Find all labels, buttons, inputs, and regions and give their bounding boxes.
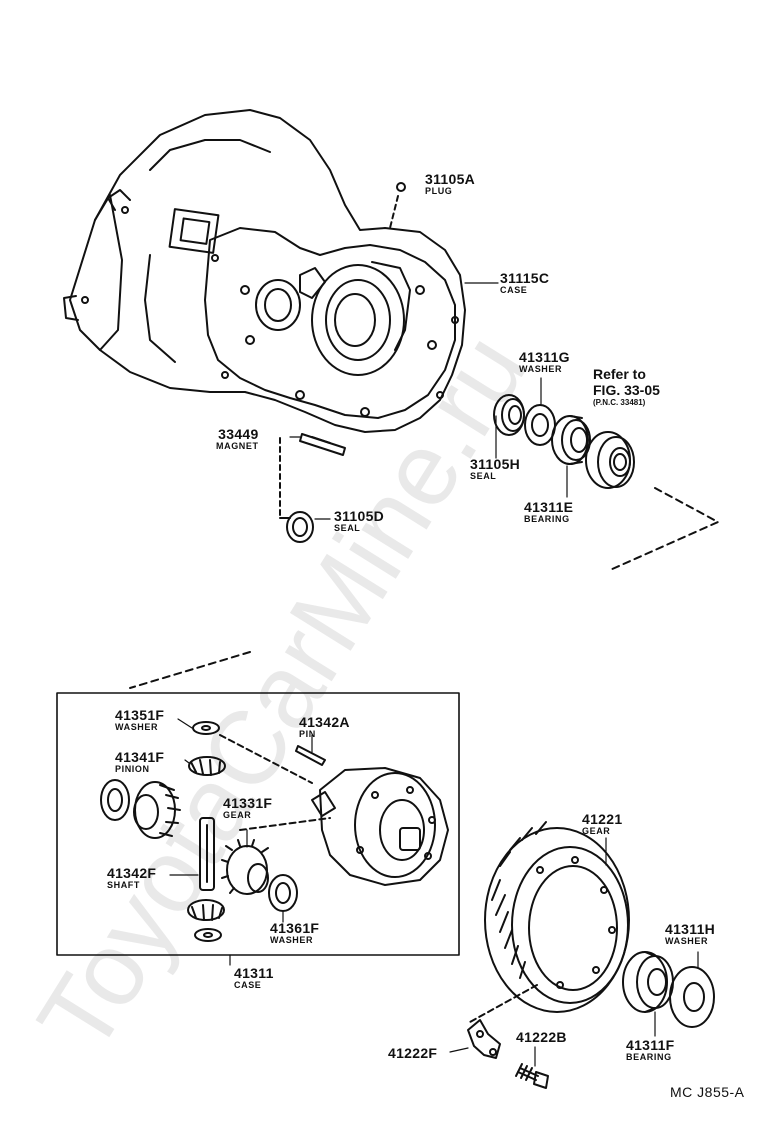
part-number: 41331F <box>223 795 273 811</box>
label-41342A: 41342A PIN <box>299 715 350 739</box>
reference-note: Refer to FIG. 33-05 (P.N.C. 33481) <box>593 367 660 407</box>
part-name: PLUG <box>425 186 453 196</box>
part-number: 41311H <box>665 921 716 937</box>
part-name: CASE <box>234 980 262 990</box>
part-name: PINION <box>115 764 150 774</box>
label-31105D: 31105D SEAL <box>334 509 384 533</box>
label-41341F: 41341F PINION <box>115 750 164 774</box>
bearing-41311F-drawing <box>622 951 674 1013</box>
washer-41311H-drawing <box>669 966 715 1028</box>
plug-drawing <box>389 182 406 229</box>
label-41311G: 41311G WASHER <box>519 350 570 374</box>
part-number: 31115C <box>500 270 550 286</box>
part-name: PIN <box>299 729 316 739</box>
reference-line-2: FIG. 33-05 <box>593 382 660 398</box>
part-number: 31105D <box>334 508 385 524</box>
label-41222B: 41222B <box>516 1030 567 1044</box>
figure-code: MC J855-A <box>670 1084 745 1100</box>
seal-31105D-drawing <box>279 437 314 543</box>
pinion-lower-drawing <box>187 899 225 942</box>
part-name: SHAFT <box>107 880 140 890</box>
washer-41361F-drawing <box>268 874 298 912</box>
washer-41351F-drawing <box>192 721 313 784</box>
part-name: WASHER <box>519 364 563 374</box>
label-41221: 41221 GEAR <box>582 812 622 836</box>
label-31105H: 31105H SEAL <box>470 457 520 481</box>
leader-lines <box>169 282 699 1067</box>
washer-41311G-drawing <box>524 404 556 446</box>
part-name: MAGNET <box>216 441 259 451</box>
label-41311: 41311 CASE <box>234 966 274 990</box>
part-name: WASHER <box>665 936 709 946</box>
lock-plate-drawing <box>467 1019 501 1059</box>
gear-41331F-drawing <box>221 817 331 895</box>
part-number: 41311G <box>519 349 570 365</box>
part-number: 33449 <box>218 426 259 442</box>
part-number: 41222B <box>516 1029 567 1045</box>
part-name: GEAR <box>223 810 252 820</box>
bearing-41311E-drawing <box>551 415 591 465</box>
part-number: 41222F <box>388 1045 438 1061</box>
washer-side-drawing <box>100 779 130 821</box>
part-name: SEAL <box>334 523 361 533</box>
pinion-41341F-drawing <box>188 756 226 776</box>
magnet-drawing <box>299 433 346 456</box>
label-41361F: 41361F WASHER <box>270 921 319 945</box>
part-number: 41311E <box>524 499 574 515</box>
part-number: 41342F <box>107 865 157 881</box>
shaft-41342F-drawing <box>199 817 215 891</box>
part-number: 31105H <box>470 456 521 472</box>
pin-41342A-drawing <box>295 745 326 766</box>
part-name: WASHER <box>115 722 159 732</box>
label-41311F: 41311F BEARING <box>626 1038 675 1062</box>
guide-line-lower <box>129 651 251 689</box>
label-33449: 33449 MAGNET <box>216 427 259 451</box>
part-name: WASHER <box>270 935 314 945</box>
part-number: 41342A <box>299 714 350 730</box>
part-number: 41311F <box>626 1037 675 1053</box>
label-41222F: 41222F <box>388 1046 437 1060</box>
guide-line-upper <box>609 487 719 571</box>
part-name: GEAR <box>582 826 611 836</box>
part-number: 41221 <box>582 811 623 827</box>
part-name: BEARING <box>626 1052 672 1062</box>
label-31105A: 31105A PLUG <box>425 172 475 196</box>
label-41311H: 41311H WASHER <box>665 922 715 946</box>
part-number: 31105A <box>425 171 476 187</box>
refer-bearing-drawing <box>585 431 635 489</box>
part-name: CASE <box>500 285 528 295</box>
label-41311E: 41311E BEARING <box>524 500 573 524</box>
reference-line-1: Refer to <box>593 366 646 382</box>
part-number: 41311 <box>234 965 274 981</box>
ring-gear-drawing <box>469 821 630 1023</box>
transaxle-case-drawing <box>63 109 466 433</box>
label-41351F: 41351F WASHER <box>115 708 164 732</box>
differential-case-drawing <box>311 767 449 886</box>
part-name: SEAL <box>470 471 497 481</box>
bolt-drawing <box>515 1063 549 1089</box>
part-number: 41361F <box>270 920 320 936</box>
part-name: BEARING <box>524 514 570 524</box>
differential-group-box <box>56 692 460 956</box>
side-gear-left-drawing <box>133 781 181 839</box>
label-31115C: 31115C CASE <box>500 271 549 295</box>
seal-31105H-drawing <box>493 394 525 436</box>
reference-line-3: (P.N.C. 33481) <box>593 398 646 407</box>
label-41331F: 41331F GEAR <box>223 796 272 820</box>
label-41342F: 41342F SHAFT <box>107 866 156 890</box>
part-number: 41341F <box>115 749 165 765</box>
part-number: 41351F <box>115 707 165 723</box>
